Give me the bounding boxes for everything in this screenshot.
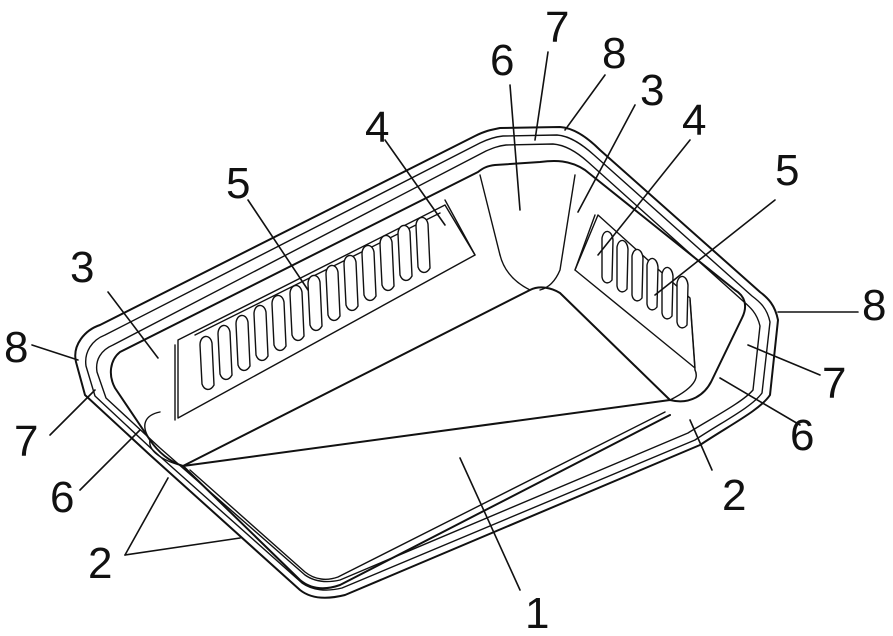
leader-lines	[31, 51, 859, 591]
inner-walls	[109, 160, 747, 590]
label-6-right: 6	[790, 411, 814, 460]
ventilation-slots-left	[199, 216, 431, 391]
right-side-wall	[574, 214, 696, 369]
label-1: 1	[525, 589, 549, 636]
label-6-left: 6	[50, 473, 74, 522]
label-6-top: 6	[490, 36, 514, 85]
label-2-right: 2	[722, 471, 746, 520]
label-4-right: 4	[682, 96, 706, 145]
label-2-left: 2	[88, 539, 112, 588]
label-8-right: 8	[862, 281, 886, 330]
label-5-right: 5	[775, 146, 799, 195]
label-7-left: 7	[14, 417, 38, 466]
label-3-left: 3	[70, 243, 94, 292]
label-8-top: 8	[602, 29, 626, 78]
label-7-top: 7	[545, 3, 569, 52]
label-5-left: 5	[226, 159, 250, 208]
reference-numerals: 1 2 2 3 3 4 4 5 5 6 6 6 7 7 7 8 8 8	[4, 3, 886, 636]
label-4-left: 4	[365, 103, 389, 152]
label-8-left: 8	[4, 323, 28, 372]
outer-rim	[74, 126, 779, 599]
label-7-right: 7	[822, 359, 846, 408]
left-side-wall	[177, 204, 476, 419]
label-3-right: 3	[640, 66, 664, 115]
ventilation-slots-right	[601, 230, 689, 329]
